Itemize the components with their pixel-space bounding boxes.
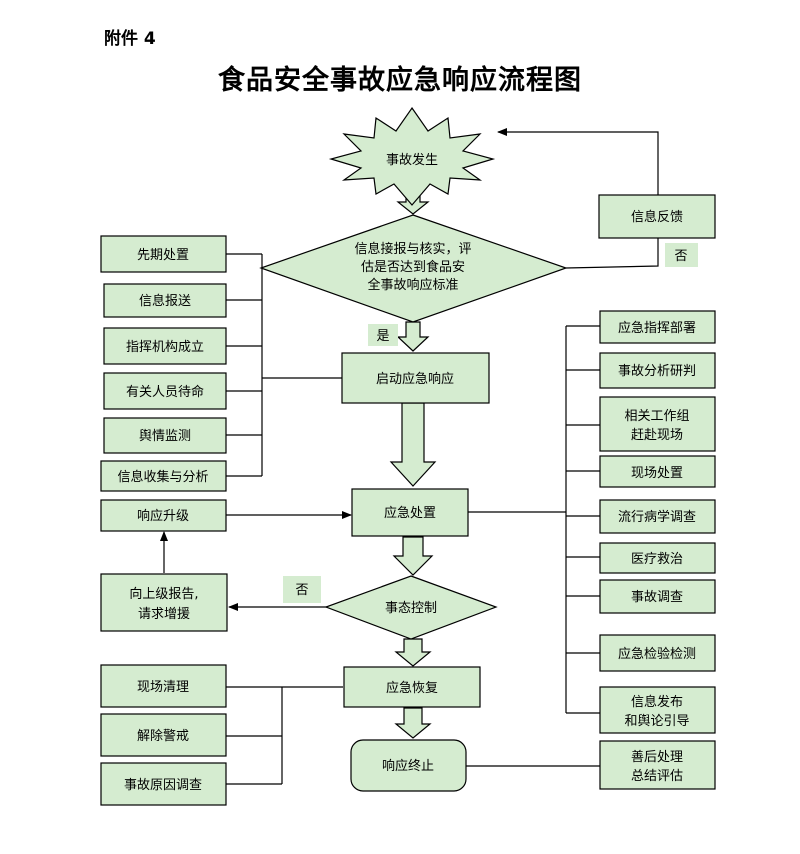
verify-line-1: 信息接报与核实，评 [354,241,471,257]
info-report-box [103,283,227,318]
verify-diamond [259,214,568,323]
medical-box [599,542,716,574]
site-cleanup-label: 现场清理 [137,680,189,695]
analysis-judge-label: 事故分析研判 [618,364,696,379]
initial-handling-label: 先期处置 [137,248,189,263]
start-response-box [341,352,490,404]
lift-alert-label: 解除警戒 [137,728,189,744]
epidemiology-box [599,499,716,534]
arrow-handle-control [392,536,434,576]
response-end-label: 响应终止 [382,758,434,774]
personnel-standby-box [103,372,227,410]
workgroup-line-2: 赶赴现场 [631,428,683,443]
aftermath-line-1: 善后处理 [631,749,683,765]
investigation-label: 事故调查 [631,590,683,605]
testing-label: 应急检验检测 [618,646,696,662]
medical-label: 医疗救治 [631,551,683,567]
info-analysis-box [100,460,227,492]
site-cleanup-box [100,664,227,708]
annex-label: 附件 4 [104,29,156,49]
feedback-label: 信息反馈 [631,209,683,225]
aftermath-line-2: 总结评估 [631,769,683,784]
epidemiology-label: 流行病学调查 [618,509,696,525]
recovery-box [343,666,481,708]
upgrade-box [100,499,227,532]
initial-handling-box [100,235,227,273]
response-end-box [350,739,467,792]
workgroup-line-1: 相关工作组 [624,409,689,424]
yes-label-bg [368,324,398,346]
aftermath-box [599,740,716,790]
lift-alert-box [100,713,227,757]
command-deploy-label: 应急指挥部署 [618,320,696,336]
opinion-monitor-label: 舆情监测 [139,429,191,444]
analysis-judge-box [599,352,716,389]
info-analysis-label: 信息收集与分析 [117,469,208,485]
verify-line-2: 估是否达到食品安 [361,259,465,275]
arrow-start-handle [389,402,437,487]
command-deploy-box [599,310,716,344]
recovery-label: 应急恢复 [386,680,438,696]
flow-arrows [389,190,437,739]
cause-investigation-label: 事故原因调查 [124,778,202,793]
personnel-standby-label: 有关人员待命 [126,384,204,400]
event-occurrence-label: 事故发生 [386,152,438,168]
command-setup-label: 指挥机构成立 [126,340,204,355]
cause-investigation-box [100,762,227,806]
report-line-1: 向上级报告, [129,586,198,602]
publish-line-2: 和舆论引导 [624,714,689,729]
upgrade-label: 响应升级 [137,508,189,524]
event-occurrence-burst [328,106,496,206]
info-report-label: 信息报送 [139,293,191,309]
no-label-2-bg [283,576,321,603]
no-label-1: 否 [674,249,687,264]
no-label-1-bg [665,243,698,267]
site-handling-label: 现场处置 [631,466,683,481]
report-line-2: 请求增援 [138,607,190,622]
feedback-box [598,194,716,239]
control-diamond [324,575,498,640]
testing-box [599,634,716,672]
command-setup-box [103,327,227,365]
emergency-handling-label: 应急处置 [384,505,436,521]
arrow-recover-end [394,707,432,739]
no-label-2: 否 [295,583,308,598]
opinion-monitor-box [103,417,227,454]
control-label: 事态控制 [385,601,437,616]
arrow-verify-start [396,321,430,352]
publish-line-1: 信息发布 [631,694,683,710]
arrow-control-recover [394,638,432,667]
yes-label: 是 [376,329,389,344]
page-title: 食品安全事故应急响应流程图 [218,65,582,96]
site-handling-box [599,455,716,488]
emergency-handling-box [351,488,469,537]
investigation-box [599,579,716,614]
start-response-label: 启动应急响应 [376,371,454,387]
report-box [100,573,228,632]
workgroup-box [599,396,716,452]
verify-line-3: 全事故响应标准 [367,277,458,293]
publish-box [599,686,716,734]
